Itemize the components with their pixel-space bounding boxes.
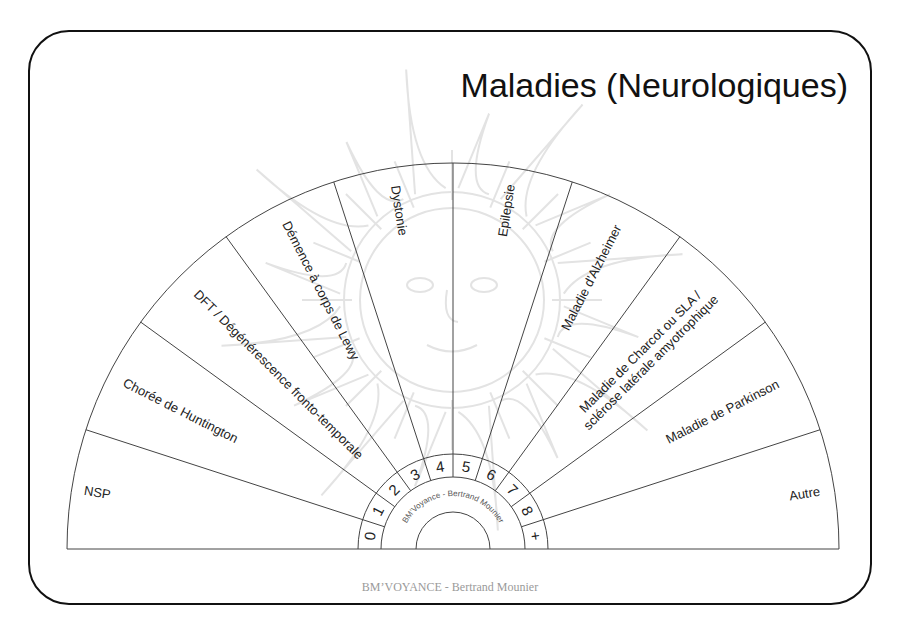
arc-brand-text: BM'Voyance - Bertrand Mounier — [400, 489, 505, 525]
callout-number: 7 — [503, 481, 520, 498]
callout-number: 6 — [484, 466, 499, 484]
sun-mouth — [427, 345, 477, 352]
sun-eye — [471, 278, 497, 292]
sector-text: Autre — [788, 483, 821, 503]
sun-nose — [446, 290, 458, 322]
sun-ray — [406, 70, 445, 195]
callout-number: 4 — [435, 458, 446, 475]
sector-label: Autre — [788, 483, 821, 503]
callout-number: 1 — [370, 504, 388, 519]
ring-arc — [67, 163, 839, 549]
sector-divider — [475, 182, 572, 481]
sector-text: Chorée de Huntington — [120, 375, 240, 446]
callout-number: 8 — [518, 504, 536, 519]
sector-text: Maladie de Charcot ou SLA / sclérose lat… — [576, 288, 721, 433]
fan-lines — [67, 163, 839, 549]
sector-text: NSP — [83, 483, 112, 502]
sun-eye — [407, 278, 433, 292]
sun-rim — [344, 192, 560, 408]
sector-label: Maladie d'Alzheimer — [558, 222, 624, 333]
sun-ray — [501, 384, 558, 458]
sector-text: Maladie d'Alzheimer — [558, 222, 624, 333]
arc-text: BM'Voyance - Bertrand Mounier — [400, 489, 505, 525]
ring-arc — [381, 477, 525, 549]
page-frame — [29, 31, 871, 604]
sun-watermark — [222, 70, 683, 531]
chart-title: Maladies (Neurologiques) — [461, 66, 848, 105]
sector-label: Chorée de Huntington — [120, 375, 240, 446]
sun-ray — [257, 169, 369, 251]
arc-brand: BM'Voyance - Bertrand Mounier — [400, 489, 505, 525]
ring-arc — [416, 512, 490, 549]
sun-face — [360, 208, 544, 392]
sector-label: NSP — [83, 483, 112, 502]
callout-number: 5 — [461, 458, 472, 475]
sun-ray — [458, 114, 489, 195]
sector-text: Epilepsie — [495, 183, 518, 237]
callout-number: 2 — [385, 481, 402, 498]
sector-label: Maladie de Parkinson — [663, 377, 781, 447]
callout-number: + — [527, 530, 544, 541]
footer-brand: BM’VOYANCE - Bertrand Mounier — [0, 580, 900, 595]
base-line — [67, 549, 839, 550]
callout-number: 0 — [362, 531, 379, 542]
sector-text: Maladie de Parkinson — [663, 377, 781, 447]
sector-divider — [453, 163, 454, 477]
sector-label: Epilepsie — [495, 183, 518, 237]
sun-ray — [536, 194, 610, 251]
